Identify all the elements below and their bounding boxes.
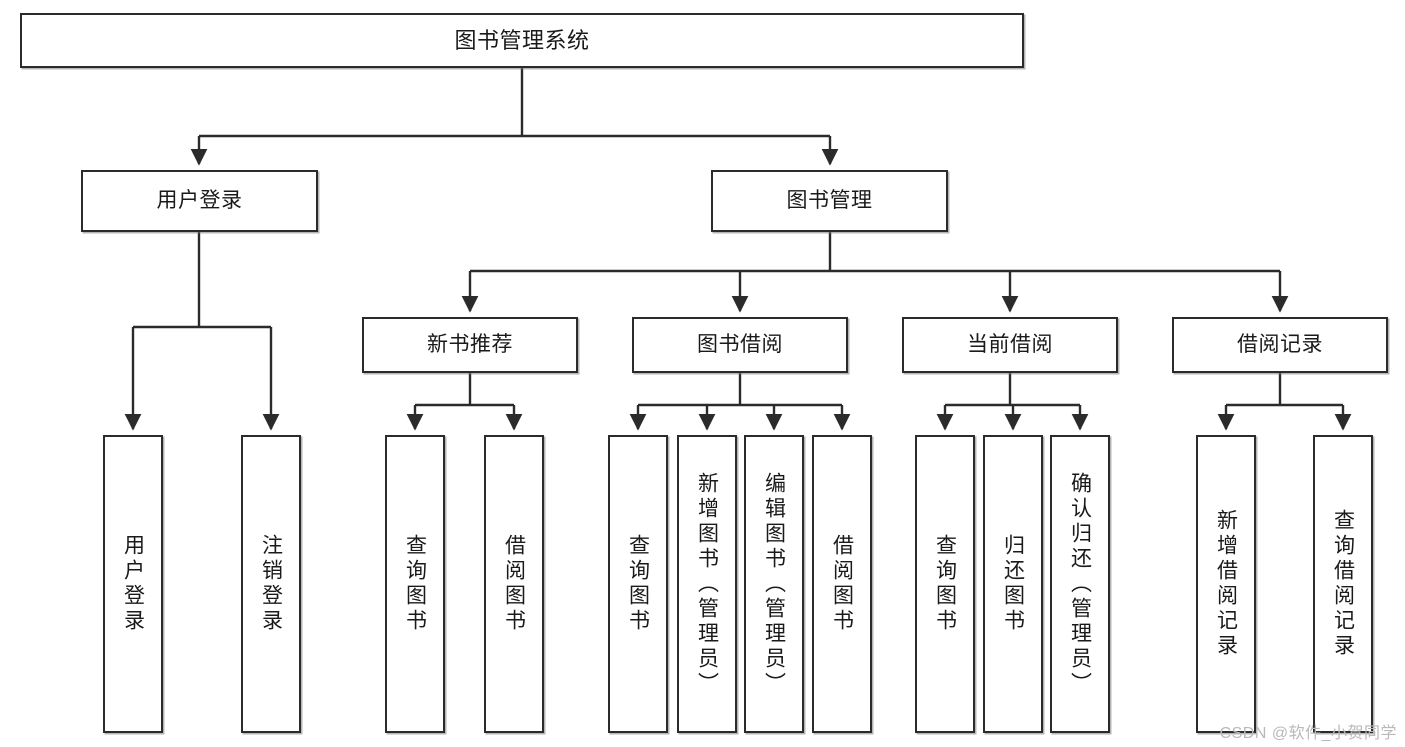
node-user-login[interactable]: 用户登录 (81, 170, 318, 232)
node-borrow-record-label: 借阅记录 (1237, 332, 1323, 356)
node-leaf-add-book-admin[interactable]: 新增图书（管理员） (677, 435, 737, 733)
node-new-book-recommend-label: 新书推荐 (427, 332, 513, 356)
node-leaf-borrow-book-bb-label: 借阅图书 (830, 534, 854, 634)
node-leaf-add-borrow-record[interactable]: 新增借阅记录 (1196, 435, 1256, 733)
node-leaf-user-login-label: 用户登录 (121, 534, 145, 634)
node-leaf-confirm-return-admin[interactable]: 确认归还（管理员） (1050, 435, 1110, 733)
node-leaf-query-book-cb-label: 查询图书 (933, 534, 957, 634)
csdn-watermark: CSDN @软件_小贺同学 (1219, 725, 1397, 742)
node-leaf-query-book-bb[interactable]: 查询图书 (608, 435, 668, 733)
node-leaf-query-borrow-record[interactable]: 查询借阅记录 (1313, 435, 1373, 733)
node-leaf-edit-book-admin[interactable]: 编辑图书（管理员） (744, 435, 804, 733)
node-leaf-borrow-book-bb[interactable]: 借阅图书 (812, 435, 872, 733)
node-leaf-query-borrow-record-label: 查询借阅记录 (1331, 509, 1355, 659)
node-leaf-borrow-book-rec-label: 借阅图书 (502, 534, 526, 634)
node-leaf-borrow-book-rec[interactable]: 借阅图书 (484, 435, 544, 733)
node-new-book-recommend[interactable]: 新书推荐 (362, 317, 578, 373)
node-leaf-query-book-rec[interactable]: 查询图书 (385, 435, 445, 733)
node-leaf-query-book-cb[interactable]: 查询图书 (915, 435, 975, 733)
node-borrow-record[interactable]: 借阅记录 (1172, 317, 1388, 373)
node-user-login-label: 用户登录 (156, 188, 243, 212)
node-leaf-return-book[interactable]: 归还图书 (983, 435, 1043, 733)
node-leaf-edit-book-admin-label: 编辑图书（管理员） (762, 471, 786, 697)
node-current-borrow[interactable]: 当前借阅 (902, 317, 1118, 373)
node-leaf-confirm-return-admin-label: 确认归还（管理员） (1068, 471, 1092, 697)
node-book-borrow[interactable]: 图书借阅 (632, 317, 848, 373)
node-root[interactable]: 图书管理系统 (20, 13, 1024, 68)
node-current-borrow-label: 当前借阅 (967, 332, 1053, 356)
node-book-manage[interactable]: 图书管理 (711, 170, 948, 232)
node-book-manage-label: 图书管理 (786, 188, 873, 212)
node-leaf-add-borrow-record-label: 新增借阅记录 (1214, 509, 1238, 659)
node-root-label: 图书管理系统 (454, 27, 590, 53)
node-leaf-return-book-label: 归还图书 (1001, 534, 1025, 634)
node-leaf-add-book-admin-label: 新增图书（管理员） (695, 471, 719, 697)
node-leaf-user-logout-label: 注销登录 (259, 534, 283, 634)
node-leaf-user-login[interactable]: 用户登录 (103, 435, 163, 733)
node-leaf-query-book-rec-label: 查询图书 (403, 534, 427, 634)
node-book-borrow-label: 图书借阅 (697, 332, 783, 356)
node-leaf-query-book-bb-label: 查询图书 (626, 534, 650, 634)
node-leaf-user-logout[interactable]: 注销登录 (241, 435, 301, 733)
